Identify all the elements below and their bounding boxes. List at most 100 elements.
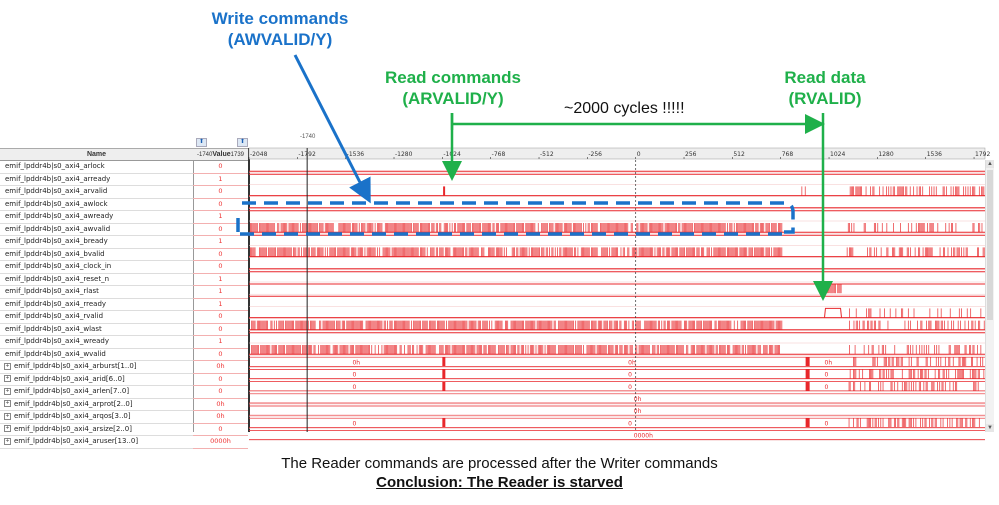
signal-row[interactable]: +emif_lpddr4b|s0_axi4_arlen[7..0] [0,386,193,399]
signal-value: 0 [193,261,248,274]
bus-transition [805,381,810,391]
signal-row[interactable]: emif_lpddr4b|s0_axi4_arready [0,174,193,186]
read-cmd-annotation-line2: (ARVALID/Y) [402,89,504,108]
bus-value-label: 0 [352,420,356,427]
timeline-tick-label: 1536 [927,151,942,158]
bus-value-label: 0 [352,384,356,391]
write-annotation-line1: Write commands [211,9,349,28]
timeline-tick-label: 0 [637,151,641,158]
signal-name: emif_lpddr4b|s0_axi4_arlock [5,162,105,170]
signal-name: emif_lpddr4b|s0_axi4_bready [5,237,108,245]
signal-value: 0 [193,199,248,211]
signal-name: emif_lpddr4b|s0_axi4_rvalid [5,312,104,320]
signal-name: emif_lpddr4b|s0_axi4_arburst[1..0] [14,362,137,370]
bus-transition [805,357,810,367]
bus-value-label: 0 [825,384,829,391]
signal-value: 0 [193,249,248,261]
signal-row[interactable]: emif_lpddr4b|s0_axi4_bvalid [0,249,193,261]
bus-value-label: 0000h [634,433,653,440]
signal-row[interactable]: emif_lpddr4b|s0_axi4_wlast [0,324,193,336]
vertical-scrollbar[interactable]: ▲ ▼ [985,160,994,432]
bus-transition [442,357,446,367]
waveform-canvas[interactable]: -2048-1792-1536-1280-1024-768-512-256025… [248,136,991,441]
signal-name: emif_lpddr4b|s0_axi4_awvalid [5,224,111,233]
expand-icon[interactable]: + [4,437,11,445]
signal-name: emif_lpddr4b|s0_axi4_arid[6..0] [14,374,125,383]
signal-name: emif_lpddr4b|s0_axi4_awlock [5,199,108,208]
signal-value: 1 [193,336,248,349]
expand-icon[interactable]: + [4,412,11,420]
signal-row[interactable]: +emif_lpddr4b|s0_axi4_arid[6..0] [0,374,193,386]
bus-value-label: 0h [634,408,642,415]
signal-row[interactable]: +emif_lpddr4b|s0_axi4_arburst[1..0] [0,361,193,374]
signal-row[interactable]: emif_lpddr4b|s0_axi4_rready [0,299,193,311]
expand-icon[interactable]: + [4,400,11,407]
expand-icon[interactable]: + [4,425,11,432]
signal-value: 0 [193,424,248,436]
signal-name: emif_lpddr4b|s0_axi4_arprot[2..0] [14,399,133,408]
scroll-up-button[interactable]: ▲ [986,160,994,168]
signal-row[interactable]: emif_lpddr4b|s0_axi4_awlock [0,199,193,211]
signal-name: emif_lpddr4b|s0_axi4_rlast [5,287,99,295]
scroll-thumb[interactable] [987,170,993,320]
signal-name: emif_lpddr4b|s0_axi4_aruser[13..0] [14,437,139,445]
timeline-tick-label: -1024 [443,151,461,158]
signal-row[interactable]: emif_lpddr4b|s0_axi4_clock_in [0,261,193,274]
expand-icon[interactable]: + [4,362,11,370]
signal-row[interactable]: emif_lpddr4b|s0_axi4_awready [0,211,193,224]
timeline-tick-label: -1280 [395,151,413,158]
read-data-annotation: Read data (RVALID) [770,67,880,109]
signal-name-column: Name emif_lpddr4b|s0_axi4_arlock emif_lpd… [0,148,194,449]
signal-value: 0h [193,411,248,424]
timeline-tick-label: 1280 [878,151,893,158]
signal-row[interactable]: emif_lpddr4b|s0_axi4_awvalid [0,224,193,236]
signal-row[interactable]: emif_lpddr4b|s0_axi4_bready [0,236,193,249]
expand-icon[interactable]: + [4,375,11,382]
signal-row[interactable]: +emif_lpddr4b|s0_axi4_aruser[13..0] [0,436,193,449]
timeline-tick-label: -256 [588,151,602,158]
signal-name: emif_lpddr4b|s0_axi4_awready [5,212,114,220]
bus-transition [442,418,446,428]
bus-value-label: 0h [628,359,636,366]
bus-transition [805,369,810,379]
signal-row[interactable]: +emif_lpddr4b|s0_axi4_arprot[2..0] [0,399,193,411]
signal-name: emif_lpddr4b|s0_axi4_bvalid [5,249,105,258]
value-column-header: -1740Value1739 [193,148,248,161]
signal-row[interactable]: emif_lpddr4b|s0_axi4_rvalid [0,311,193,324]
timeline-tick-label: 768 [782,151,794,158]
bus-value-label: 0h [634,396,642,403]
signal-value: 0 [193,161,248,174]
signal-row[interactable]: emif_lpddr4b|s0_axi4_wready [0,336,193,349]
signal-value: 1 [193,299,248,311]
next-edge-button[interactable]: ⬆ [237,138,248,147]
name-column-header: Name [0,148,193,161]
expand-icon[interactable]: + [4,387,11,395]
prev-edge-button[interactable]: ⬆ [196,138,207,147]
arvalid-pulse [443,186,446,196]
signal-value: 0 [193,386,248,399]
signal-name: emif_lpddr4b|s0_axi4_rready [5,299,107,308]
signal-row[interactable]: emif_lpddr4b|s0_axi4_wvalid [0,349,193,361]
signal-name: emif_lpddr4b|s0_axi4_arlen[7..0] [14,387,130,395]
signal-name: emif_lpddr4b|s0_axi4_clock_in [5,262,112,270]
signal-value: 1 [193,274,248,286]
signal-name: emif_lpddr4b|s0_axi4_arready [5,174,111,183]
signal-row[interactable]: +emif_lpddr4b|s0_axi4_arqos[3..0] [0,411,193,424]
signal-value: 0 [193,224,248,236]
signal-row[interactable]: emif_lpddr4b|s0_axi4_rlast [0,286,193,299]
bus-value-label: 0 [825,420,829,427]
bus-value-label: 0 [628,384,632,391]
scroll-down-button[interactable]: ▼ [986,424,994,432]
caption-line1: The Reader commands are processed after … [281,455,718,472]
bus-value-label: 0 [628,420,632,427]
signal-row[interactable]: emif_lpddr4b|s0_axi4_arvalid [0,186,193,199]
value-header-label: Value [212,151,231,158]
value-header-left-time: -1740 [196,152,213,158]
waveform-viewer: ⬆ ⬆ -1740 Name emif_lpddr4b|s0_axi4_arlo… [0,134,999,449]
signal-row[interactable]: emif_lpddr4b|s0_axi4_reset_n [0,274,193,286]
signal-name: emif_lpddr4b|s0_axi4_wready [5,337,110,345]
signal-row[interactable]: emif_lpddr4b|s0_axi4_arlock [0,161,193,174]
signal-row[interactable]: +emif_lpddr4b|s0_axi4_arsize[2..0] [0,424,193,436]
signal-value: 0h [193,399,248,411]
